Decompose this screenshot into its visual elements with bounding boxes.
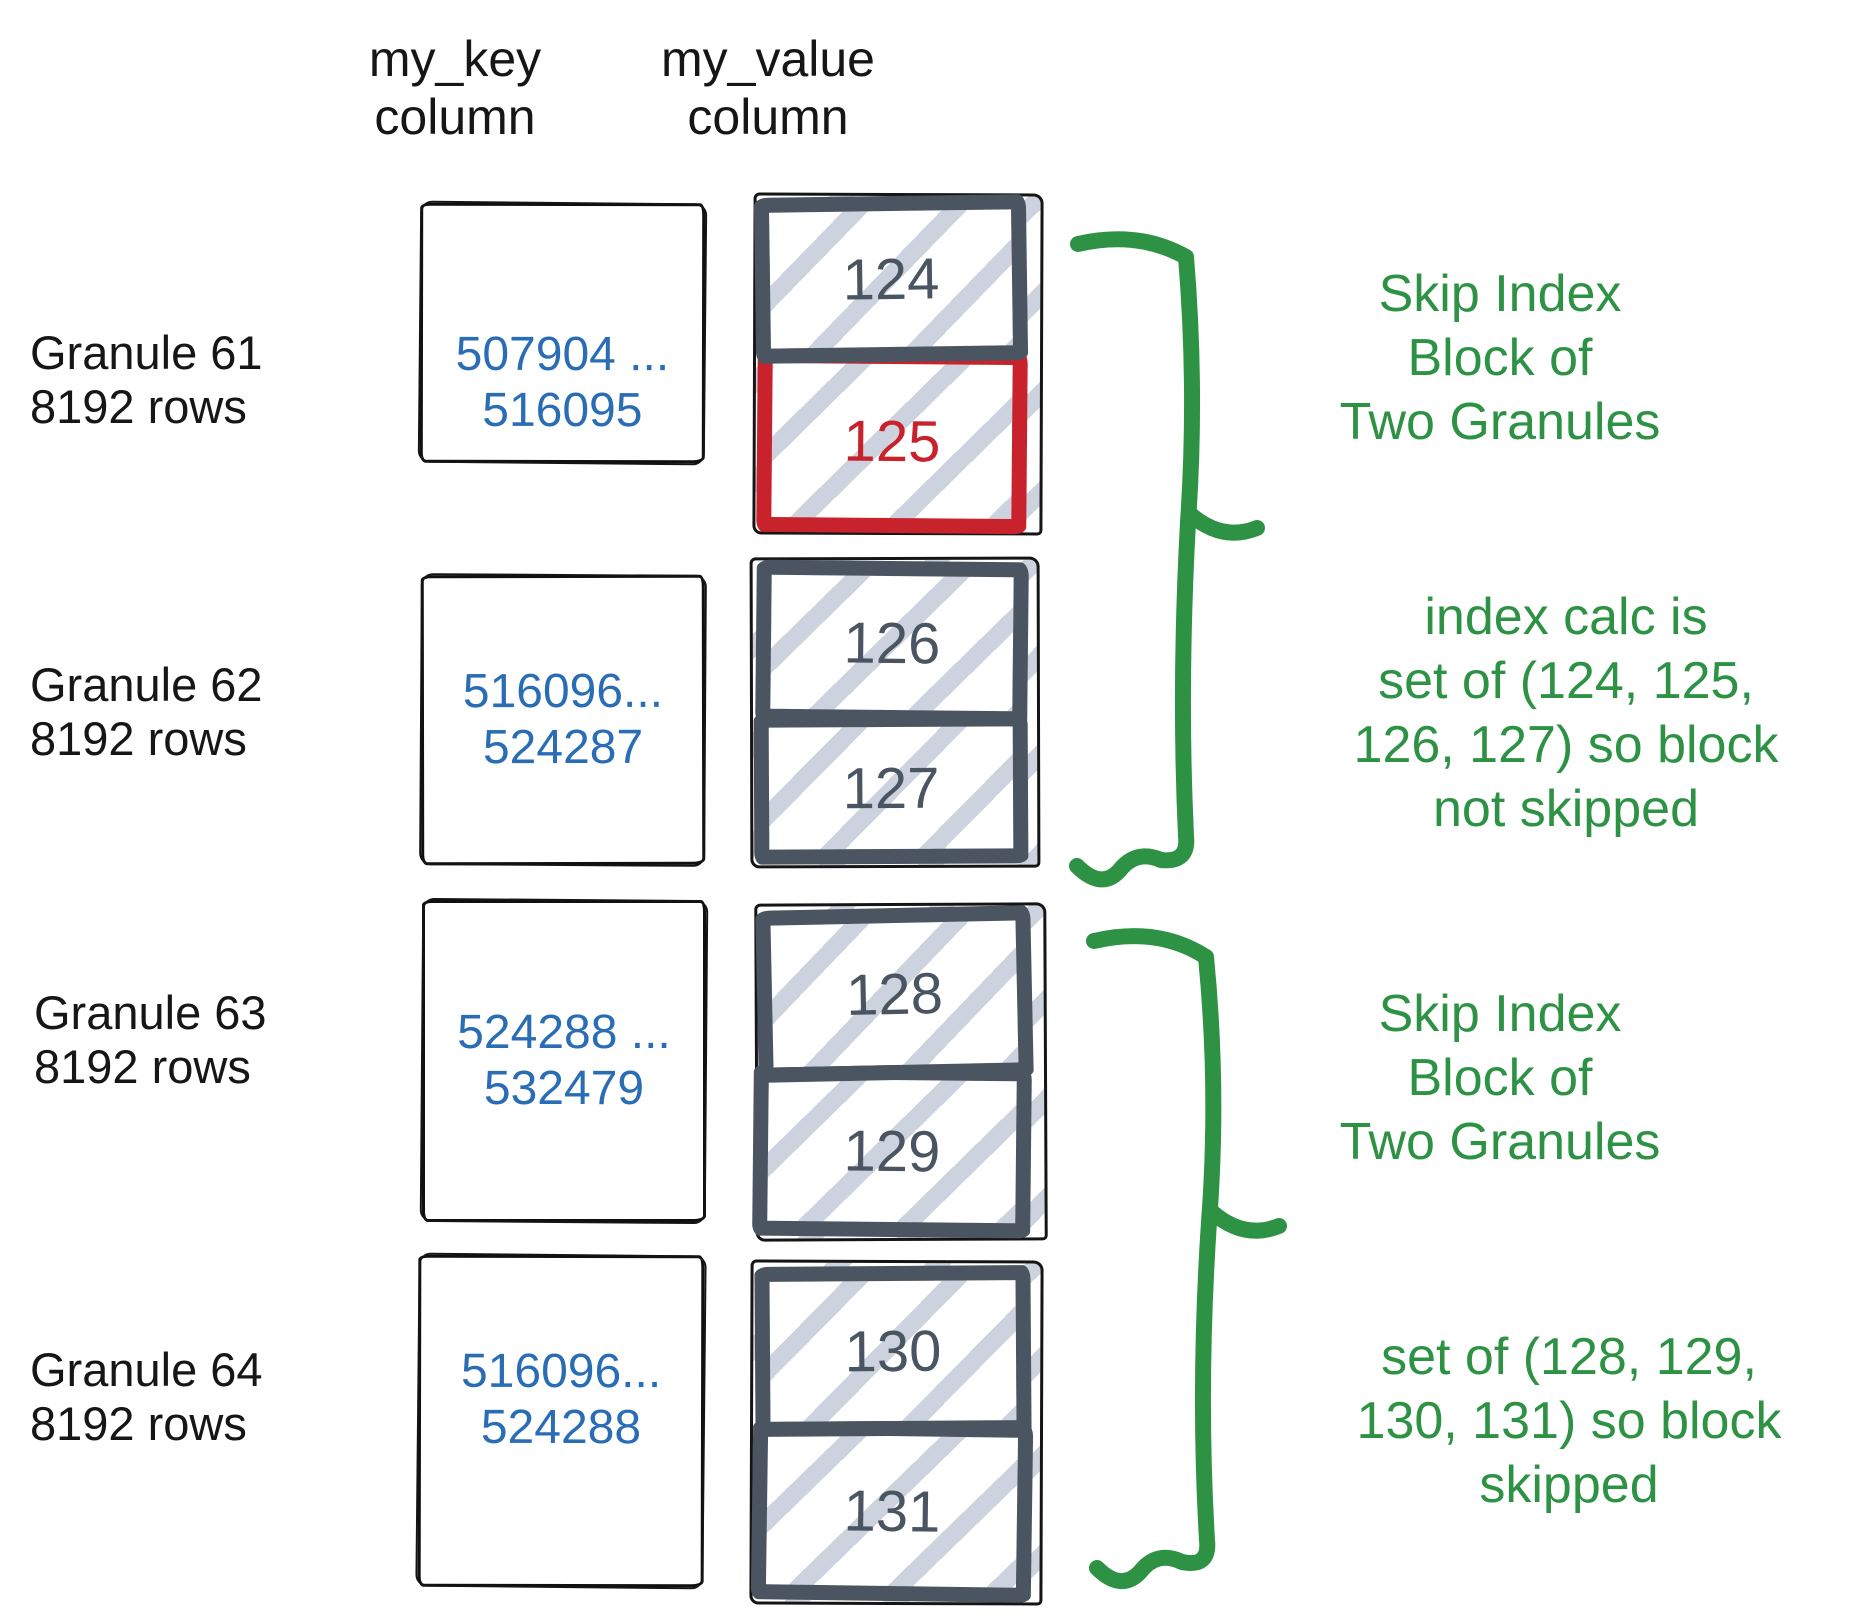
key-range-granule-62: 516096... 524287: [462, 664, 664, 775]
granule-63-label: Granule 63 8192 rows: [34, 986, 267, 1093]
value-block-129: 129: [752, 1063, 1032, 1239]
annotation-skip-index-block-1: Skip Index Block of Two Granules: [1339, 265, 1661, 451]
value-block-129-label: 129: [843, 1117, 941, 1185]
granule-62-label: Granule 62 8192 rows: [30, 658, 263, 765]
brace-top-block-tick: [1182, 506, 1265, 541]
key-box-granule-64: 516096... 524288: [417, 1254, 705, 1588]
value-block-125-label: 125: [843, 408, 941, 474]
value-column-header: my_value column: [661, 31, 875, 145]
annotation-block-skipped: set of (128, 129, 130, 131) so block ski…: [1356, 1328, 1782, 1514]
key-box-granule-62: 516096... 524287: [420, 574, 706, 866]
value-block-130-label: 130: [844, 1318, 942, 1384]
value-block-128: 128: [755, 905, 1034, 1083]
key-box-granule-63: 524288 ... 532479: [422, 900, 706, 1222]
value-block-126-label: 126: [843, 609, 941, 677]
value-block-124-label: 124: [842, 245, 940, 313]
value-block-130: 130: [754, 1265, 1032, 1437]
value-block-124: 124: [753, 194, 1029, 364]
key-range-granule-61: 507904 ... 516095: [455, 327, 670, 438]
annotation-block-not-skipped: index calc is set of (124, 125, 126, 127…: [1353, 588, 1779, 838]
annotation-skip-index-block-2: Skip Index Block of Two Granules: [1339, 985, 1661, 1171]
value-block-127-label: 127: [842, 755, 940, 821]
value-block-125-highlighted: 125: [756, 347, 1028, 535]
value-block-128-label: 128: [845, 960, 944, 1028]
key-range-granule-64: 516096... 524288: [460, 1344, 662, 1455]
brace-top-block: [1069, 231, 1201, 888]
key-box-granule-61: 507904 ... 516095: [419, 202, 706, 464]
granule-61-label: Granule 61 8192 rows: [30, 326, 263, 433]
key-column-header: my_key column: [368, 31, 542, 145]
granule-64-label: Granule 64 8192 rows: [30, 1343, 263, 1450]
value-block-131-label: 131: [843, 1477, 941, 1545]
brace-bottom-block-tick: [1204, 1204, 1287, 1239]
key-range-granule-63: 524288 ... 532479: [457, 1006, 671, 1115]
brace-bottom-block: [1086, 928, 1222, 1589]
value-block-126: 126: [755, 559, 1029, 727]
value-block-127: 127: [753, 711, 1029, 865]
value-block-131: 131: [750, 1419, 1034, 1603]
